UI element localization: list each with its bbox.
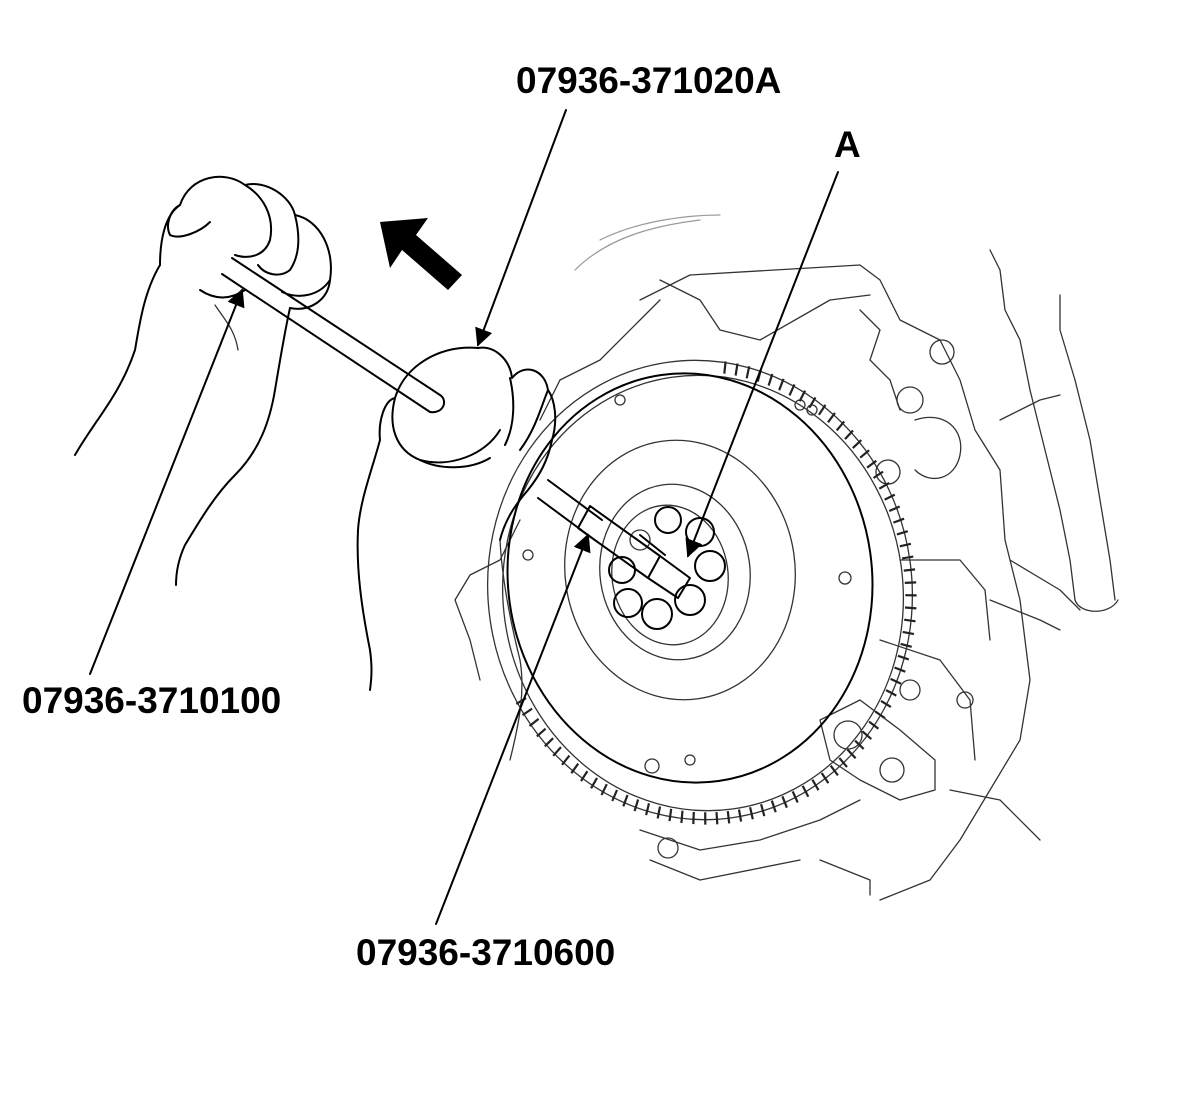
gear-tooth <box>854 739 865 750</box>
gear-tooth <box>715 812 719 825</box>
gear-tooth <box>835 420 846 432</box>
callout-a: A <box>834 124 861 165</box>
gear-tooth <box>904 606 917 610</box>
flywheel <box>486 359 914 821</box>
gear-tooth <box>745 366 751 379</box>
gear-tooth <box>611 789 619 802</box>
ring-gear-teeth <box>515 361 917 825</box>
gear-tooth <box>820 772 830 784</box>
gear-tooth <box>817 404 827 416</box>
engine-block-outline <box>454 214 1119 901</box>
gear-tooth <box>861 730 873 740</box>
gear-tooth <box>904 581 917 584</box>
gear-tooth <box>788 383 796 396</box>
gear-tooth <box>552 746 562 757</box>
gear-tooth <box>645 803 651 816</box>
gear-tooth <box>859 449 870 459</box>
gear-tooth <box>760 803 766 817</box>
gear-tooth <box>846 748 857 760</box>
gear-tooth <box>880 699 892 708</box>
gear-tooth <box>590 777 598 789</box>
callout-tool-07936-3710100: 07936-3710100 <box>22 680 282 721</box>
gear-tooth <box>521 707 533 717</box>
gear-tooth <box>561 754 571 766</box>
gear-tooth <box>899 542 912 548</box>
gear-tooth <box>904 618 916 623</box>
leader-lines <box>89 109 839 925</box>
gear-tooth <box>544 737 554 748</box>
gear-tooth <box>600 783 608 796</box>
gear-tooth <box>900 642 912 648</box>
gear-tooth <box>580 770 589 782</box>
gear-tooth <box>893 517 905 524</box>
slide-hammer-weight <box>391 346 501 464</box>
pull-direction-arrow <box>380 218 462 290</box>
gear-tooth <box>866 459 877 469</box>
slide-hammer-rod <box>221 257 446 414</box>
gear-tooth <box>884 493 896 501</box>
gear-tooth <box>726 810 731 824</box>
gear-tooth <box>808 396 817 409</box>
gear-tooth <box>633 799 640 812</box>
right-hand <box>356 346 557 761</box>
gear-tooth <box>723 361 727 374</box>
gear-tooth <box>656 806 662 819</box>
gear-tooth <box>903 568 916 572</box>
callout-tool-07936-3710600: 07936-3710600 <box>356 932 616 973</box>
gear-tooth <box>737 809 743 822</box>
pilot-bearing-balls <box>608 506 726 630</box>
gear-tooth <box>902 630 915 636</box>
gear-tooth <box>770 800 777 813</box>
gear-tooth <box>668 808 673 822</box>
gear-tooth <box>872 470 884 479</box>
gear-tooth <box>811 779 820 791</box>
left-hand <box>74 175 332 586</box>
gear-tooth <box>791 790 799 803</box>
gear-tooth <box>894 666 906 673</box>
gear-tooth <box>829 765 839 777</box>
gear-tooth <box>798 390 807 402</box>
callout-tool-07936-371020A: 07936-371020A <box>516 60 782 101</box>
gear-tooth <box>885 689 897 697</box>
gear-tooth <box>827 412 836 423</box>
gear-tooth <box>781 795 788 809</box>
gear-tooth <box>852 439 863 449</box>
gear-tooth <box>844 429 854 440</box>
gear-tooth <box>778 378 785 391</box>
gear-tooth <box>536 727 547 738</box>
gear-tooth <box>749 806 754 820</box>
gear-tooth <box>528 718 540 727</box>
gear-tooth <box>878 481 890 490</box>
bearing-remover-tool <box>537 479 691 599</box>
gear-tooth <box>734 363 739 376</box>
gear-tooth <box>897 654 910 661</box>
gear-tooth <box>838 757 848 768</box>
gear-tooth <box>801 785 810 798</box>
gear-tooth <box>888 505 901 513</box>
gear-tooth <box>622 794 629 807</box>
gear-tooth <box>692 811 695 825</box>
gear-tooth <box>680 810 684 824</box>
gear-tooth <box>767 373 774 386</box>
gear-tooth <box>874 710 886 720</box>
gear-tooth <box>896 530 909 536</box>
gear-tooth <box>901 555 914 560</box>
gear-tooth <box>868 720 880 730</box>
gear-tooth <box>570 762 580 774</box>
gear-tooth <box>890 677 902 685</box>
